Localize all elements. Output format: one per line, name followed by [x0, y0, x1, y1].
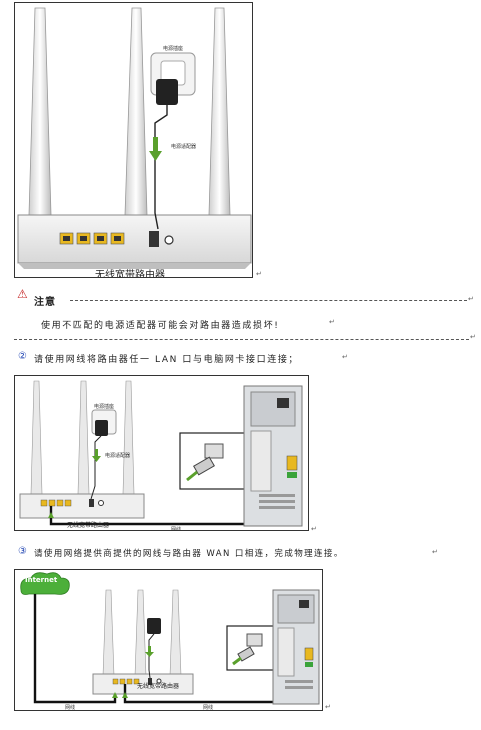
arrow-down-icon: [92, 456, 101, 462]
arrow-down-icon: [145, 652, 154, 657]
note-body: 使用不匹配的电源适配器可能会对路由器造成损坏!: [41, 321, 280, 331]
router-power-figure: 电源插座 电源适配器 无线宽带路由器: [14, 2, 253, 278]
wan-connection-figure: Internet 无线宽带路由器 网线 网线: [14, 569, 323, 711]
router-caption: 无线宽带路由器: [137, 683, 180, 690]
cable-label-right: 网线: [203, 705, 214, 711]
antenna-right: [208, 7, 231, 216]
adapter-label: 电源适配器: [171, 144, 197, 150]
step3-number: ③: [18, 546, 27, 557]
zoom-panel: [179, 432, 247, 490]
lan-connection-illustration: [19, 380, 303, 527]
warning-icon: ⚠: [17, 287, 28, 301]
router-power-illustration: [17, 7, 252, 269]
note-title: 注意: [34, 297, 56, 308]
cable-label-left: 网线: [65, 705, 76, 711]
power-adapter: [95, 420, 108, 436]
router-caption: 无线宽带路由器: [67, 522, 110, 529]
router-body: [17, 214, 252, 264]
socket-label: 电源插座: [163, 46, 184, 52]
step3-text: 请使用网络提供商提供的网线与路由器 WAN 口相连，完成物理连接。: [34, 549, 344, 559]
router-body: [19, 493, 145, 519]
step2-instruction: ② 请使用网线将路由器任一 LAN 口与电脑网卡接口连接； ↵: [18, 351, 348, 365]
router-caption: 无线宽带路由器: [95, 270, 165, 278]
adapter-label: 电源适配器: [105, 453, 131, 459]
wan-connection-illustration: [20, 572, 320, 705]
step3-instruction: ③ 请使用网络提供商提供的网线与路由器 WAN 口相连，完成物理连接。 ↵: [18, 546, 438, 559]
step2-number: ②: [18, 351, 27, 362]
power-adapter: [147, 618, 161, 634]
note-block: ⚠ 注意 ↵ 使用不匹配的电源适配器可能会对路由器造成损坏! ↵ ↵: [14, 286, 476, 342]
arrow-down-icon: [153, 137, 158, 153]
power-port: [149, 231, 159, 247]
antenna-left: [28, 7, 52, 216]
step2-text: 请使用网线将路由器任一 LAN 口与电脑网卡接口连接；: [34, 355, 300, 365]
socket-label: 电源插座: [94, 404, 115, 410]
router-ports: [59, 232, 125, 245]
internet-label: Internet: [25, 576, 58, 584]
internet-cloud-icon: [20, 572, 70, 595]
lan-connection-figure: 电源插座 电源适配器 无线宽带路由器 网线: [14, 375, 309, 531]
power-adapter: [156, 79, 178, 105]
reset-button: [164, 235, 174, 245]
antenna-middle: [124, 7, 148, 216]
cable-label: 网线: [171, 527, 182, 531]
